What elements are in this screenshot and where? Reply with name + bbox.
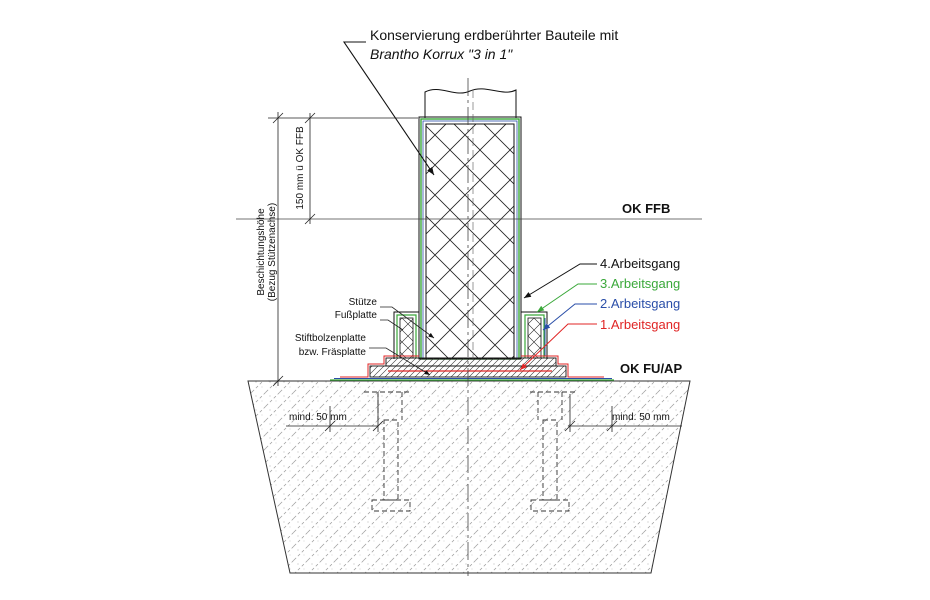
coat-leader-lines (519, 263, 597, 371)
foot-bracket-left (393, 311, 419, 359)
dimension-label-min-50mm-left: mind. 50 mm (289, 412, 347, 423)
dimension-label-coating-height-ref: (Bezug Stützenachse) (267, 203, 278, 301)
coat-leader-2 (542, 303, 597, 331)
title-leader-line (342, 41, 435, 176)
part-leader-lines (369, 306, 435, 376)
level-label-ok-fu-ap: OK FU/AP (620, 361, 682, 376)
part-label-stud-plate: Stiftbolzenplatte (295, 333, 367, 344)
coat-leader-3 (536, 283, 597, 313)
anchor-bolt-right (530, 391, 576, 512)
dimension-label-150mm: 150 mm ü OK FFB (295, 126, 306, 210)
dimension-label-coating-height: Beschichtungshöhe (256, 208, 267, 296)
column-pipe-top (424, 88, 517, 118)
coat-label-2: 2.Arbeitsgang (600, 296, 680, 311)
column-steel (425, 123, 515, 359)
level-label-ok-ffb: OK FFB (622, 201, 670, 216)
coat-leader-4 (523, 263, 597, 299)
drawing-title-line1: Konservierung erdberührter Bauteile mit (370, 27, 618, 43)
foundation-ground (247, 380, 691, 574)
dimension-150mm-above-ffb (304, 112, 316, 225)
dimension-min-50mm-left (286, 394, 384, 432)
dimension-label-min-50mm-right: mind. 50 mm (612, 412, 670, 423)
foot-plate (385, 357, 557, 367)
dimension-coating-height (268, 112, 418, 387)
coat-label-1: 1.Arbeitsgang (600, 317, 680, 332)
coat-label-3: 3.Arbeitsgang (600, 276, 680, 291)
part-label-column: Stütze (349, 297, 378, 308)
dimension-min-50mm-right (564, 394, 682, 432)
base-coating-layers (330, 355, 614, 381)
coat-label-4: 4.Arbeitsgang (600, 256, 680, 271)
part-label-foot-plate: Fußplatte (335, 310, 378, 321)
column-axis-line (467, 78, 474, 576)
part-label-stud-plate-alt: bzw. Fräsplatte (299, 347, 367, 358)
drawing-title-line2: Brantho Korrux "3 in 1" (370, 46, 513, 62)
coat-leader-1 (519, 323, 597, 371)
